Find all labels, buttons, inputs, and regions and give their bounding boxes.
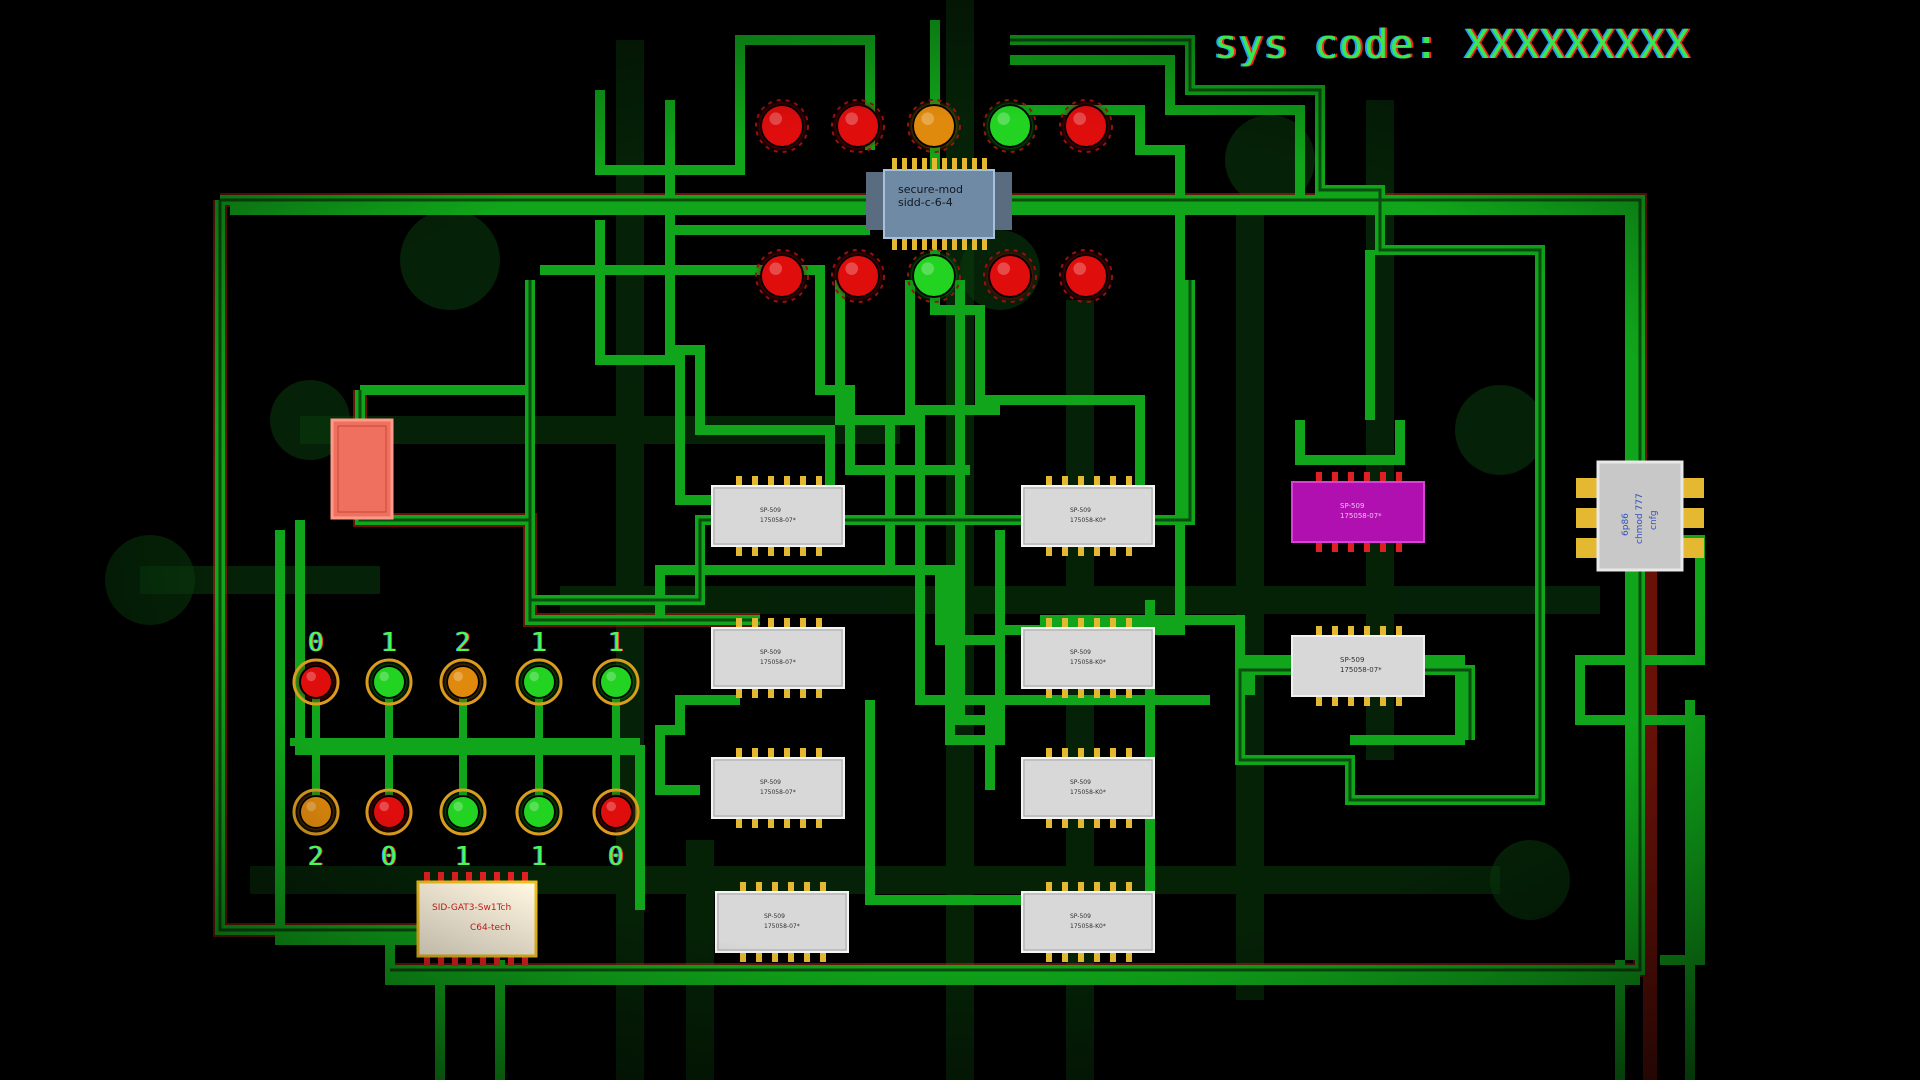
lower-switch-led-2[interactable]	[365, 788, 413, 836]
logic-chip-5-line2: 175058-07*	[760, 789, 796, 796]
upper-switch-label-3: 2	[455, 628, 471, 658]
gate-chip-line2: C64-tech	[470, 923, 511, 933]
right-small-chip-line2: 175058-07*	[1340, 666, 1382, 674]
top-led-1[interactable]	[755, 99, 809, 153]
lower-switch-label-2: 0	[381, 842, 397, 872]
logic-chip-2-line1: SP-509	[1070, 507, 1091, 514]
upper-switch-row	[292, 658, 640, 706]
logic-chip-8-line1: SP-509	[1070, 913, 1091, 920]
upper-switch-led-5[interactable]	[592, 658, 640, 706]
lower-switch-led-5[interactable]	[592, 788, 640, 836]
upper-switch-led-1[interactable]	[292, 658, 340, 706]
logic-chip-2[interactable]: SP-509 175058-K0*	[1021, 476, 1155, 556]
logic-chip-7-line2: 175058-07*	[764, 923, 800, 930]
lower-switch-label-1: 2	[308, 842, 324, 872]
logic-chip-6-line1: SP-509	[1070, 779, 1091, 786]
logic-chip-4[interactable]: SP-509 175058-K0*	[1021, 618, 1155, 698]
sys-code-readout: sys code: XXXXXXXXX	[1214, 22, 1691, 68]
lower-switch-led-4[interactable]	[515, 788, 563, 836]
switch-bus	[290, 680, 640, 812]
side-module-line2: chmod 777	[1635, 493, 1645, 544]
sys-code-label: sys code:	[1214, 22, 1440, 68]
lower-switch-led-3[interactable]	[439, 788, 487, 836]
salmon-module-chip[interactable]	[330, 418, 394, 520]
secure-module-chip[interactable]: secure-mod sidd-c-6-4	[866, 158, 1012, 250]
bottom-led-row	[755, 249, 1113, 303]
lower-switch-row	[292, 788, 640, 836]
lower-switch-label-5: 0	[608, 842, 624, 872]
side-module-line3: cnfg	[1649, 510, 1659, 530]
bottom-led-5[interactable]	[1059, 249, 1113, 303]
magenta-chip-line1: SP-509	[1340, 502, 1364, 510]
logic-chip-3-line2: 175058-07*	[760, 659, 796, 666]
side-config-module[interactable]: 6p86 chmod 777 cnfg	[1576, 460, 1704, 572]
magenta-chip[interactable]: SP-509 175058-07*	[1291, 472, 1425, 552]
logic-chip-6-line2: 175058-K0*	[1070, 789, 1106, 796]
logic-chip-3-line1: SP-509	[760, 649, 781, 656]
upper-switch-led-2[interactable]	[365, 658, 413, 706]
logic-chip-1-line1: SP-509	[760, 507, 781, 514]
logic-chip-3[interactable]: SP-509 175058-07*	[711, 618, 845, 698]
logic-chip-5[interactable]: SP-509 175058-07*	[711, 748, 845, 828]
logic-chip-7-line1: SP-509	[764, 913, 785, 920]
top-led-2[interactable]	[831, 99, 885, 153]
upper-switch-label-1: 0	[308, 628, 324, 658]
side-module-line1: 6p86	[1621, 513, 1631, 536]
upper-switch-led-4[interactable]	[515, 658, 563, 706]
logic-chip-4-line1: SP-509	[1070, 649, 1091, 656]
logic-chip-1[interactable]: SP-509 175058-07*	[711, 476, 845, 556]
upper-switch-label-4: 1	[531, 628, 547, 658]
secure-module-line2: sidd-c-6-4	[898, 196, 953, 209]
upper-switch-label-2: 1	[381, 628, 397, 658]
right-small-chip-line1: SP-509	[1340, 656, 1364, 664]
upper-switch-label-5: 1	[608, 628, 624, 658]
gate-chip-line1: SID-GAT3-Sw1Tch	[432, 903, 511, 913]
gate-switch-chip[interactable]: SID-GAT3-Sw1Tch C64-tech	[416, 872, 538, 966]
bottom-led-1[interactable]	[755, 249, 809, 303]
sys-code-value: XXXXXXXXX	[1464, 22, 1691, 68]
logic-chip-4-line2: 175058-K0*	[1070, 659, 1106, 666]
logic-chip-8[interactable]: SP-509 175058-K0*	[1021, 882, 1155, 962]
upper-switch-led-3[interactable]	[439, 658, 487, 706]
logic-chip-1-line2: 175058-07*	[760, 517, 796, 524]
logic-chip-7[interactable]: SP-509 175058-07*	[715, 882, 849, 962]
logic-chip-6[interactable]: SP-509 175058-K0*	[1021, 748, 1155, 828]
logic-chip-2-line2: 175058-K0*	[1070, 517, 1106, 524]
magenta-chip-line2: 175058-07*	[1340, 512, 1382, 520]
logic-chip-8-line2: 175058-K0*	[1070, 923, 1106, 930]
lower-switch-led-1[interactable]	[292, 788, 340, 836]
secure-module-line1: secure-mod	[898, 183, 963, 196]
lower-switch-label-4: 1	[531, 842, 547, 872]
right-small-chip[interactable]: SP-509 175058-07*	[1291, 626, 1425, 706]
lower-switch-label-3: 1	[455, 842, 471, 872]
logic-chip-5-line1: SP-509	[760, 779, 781, 786]
